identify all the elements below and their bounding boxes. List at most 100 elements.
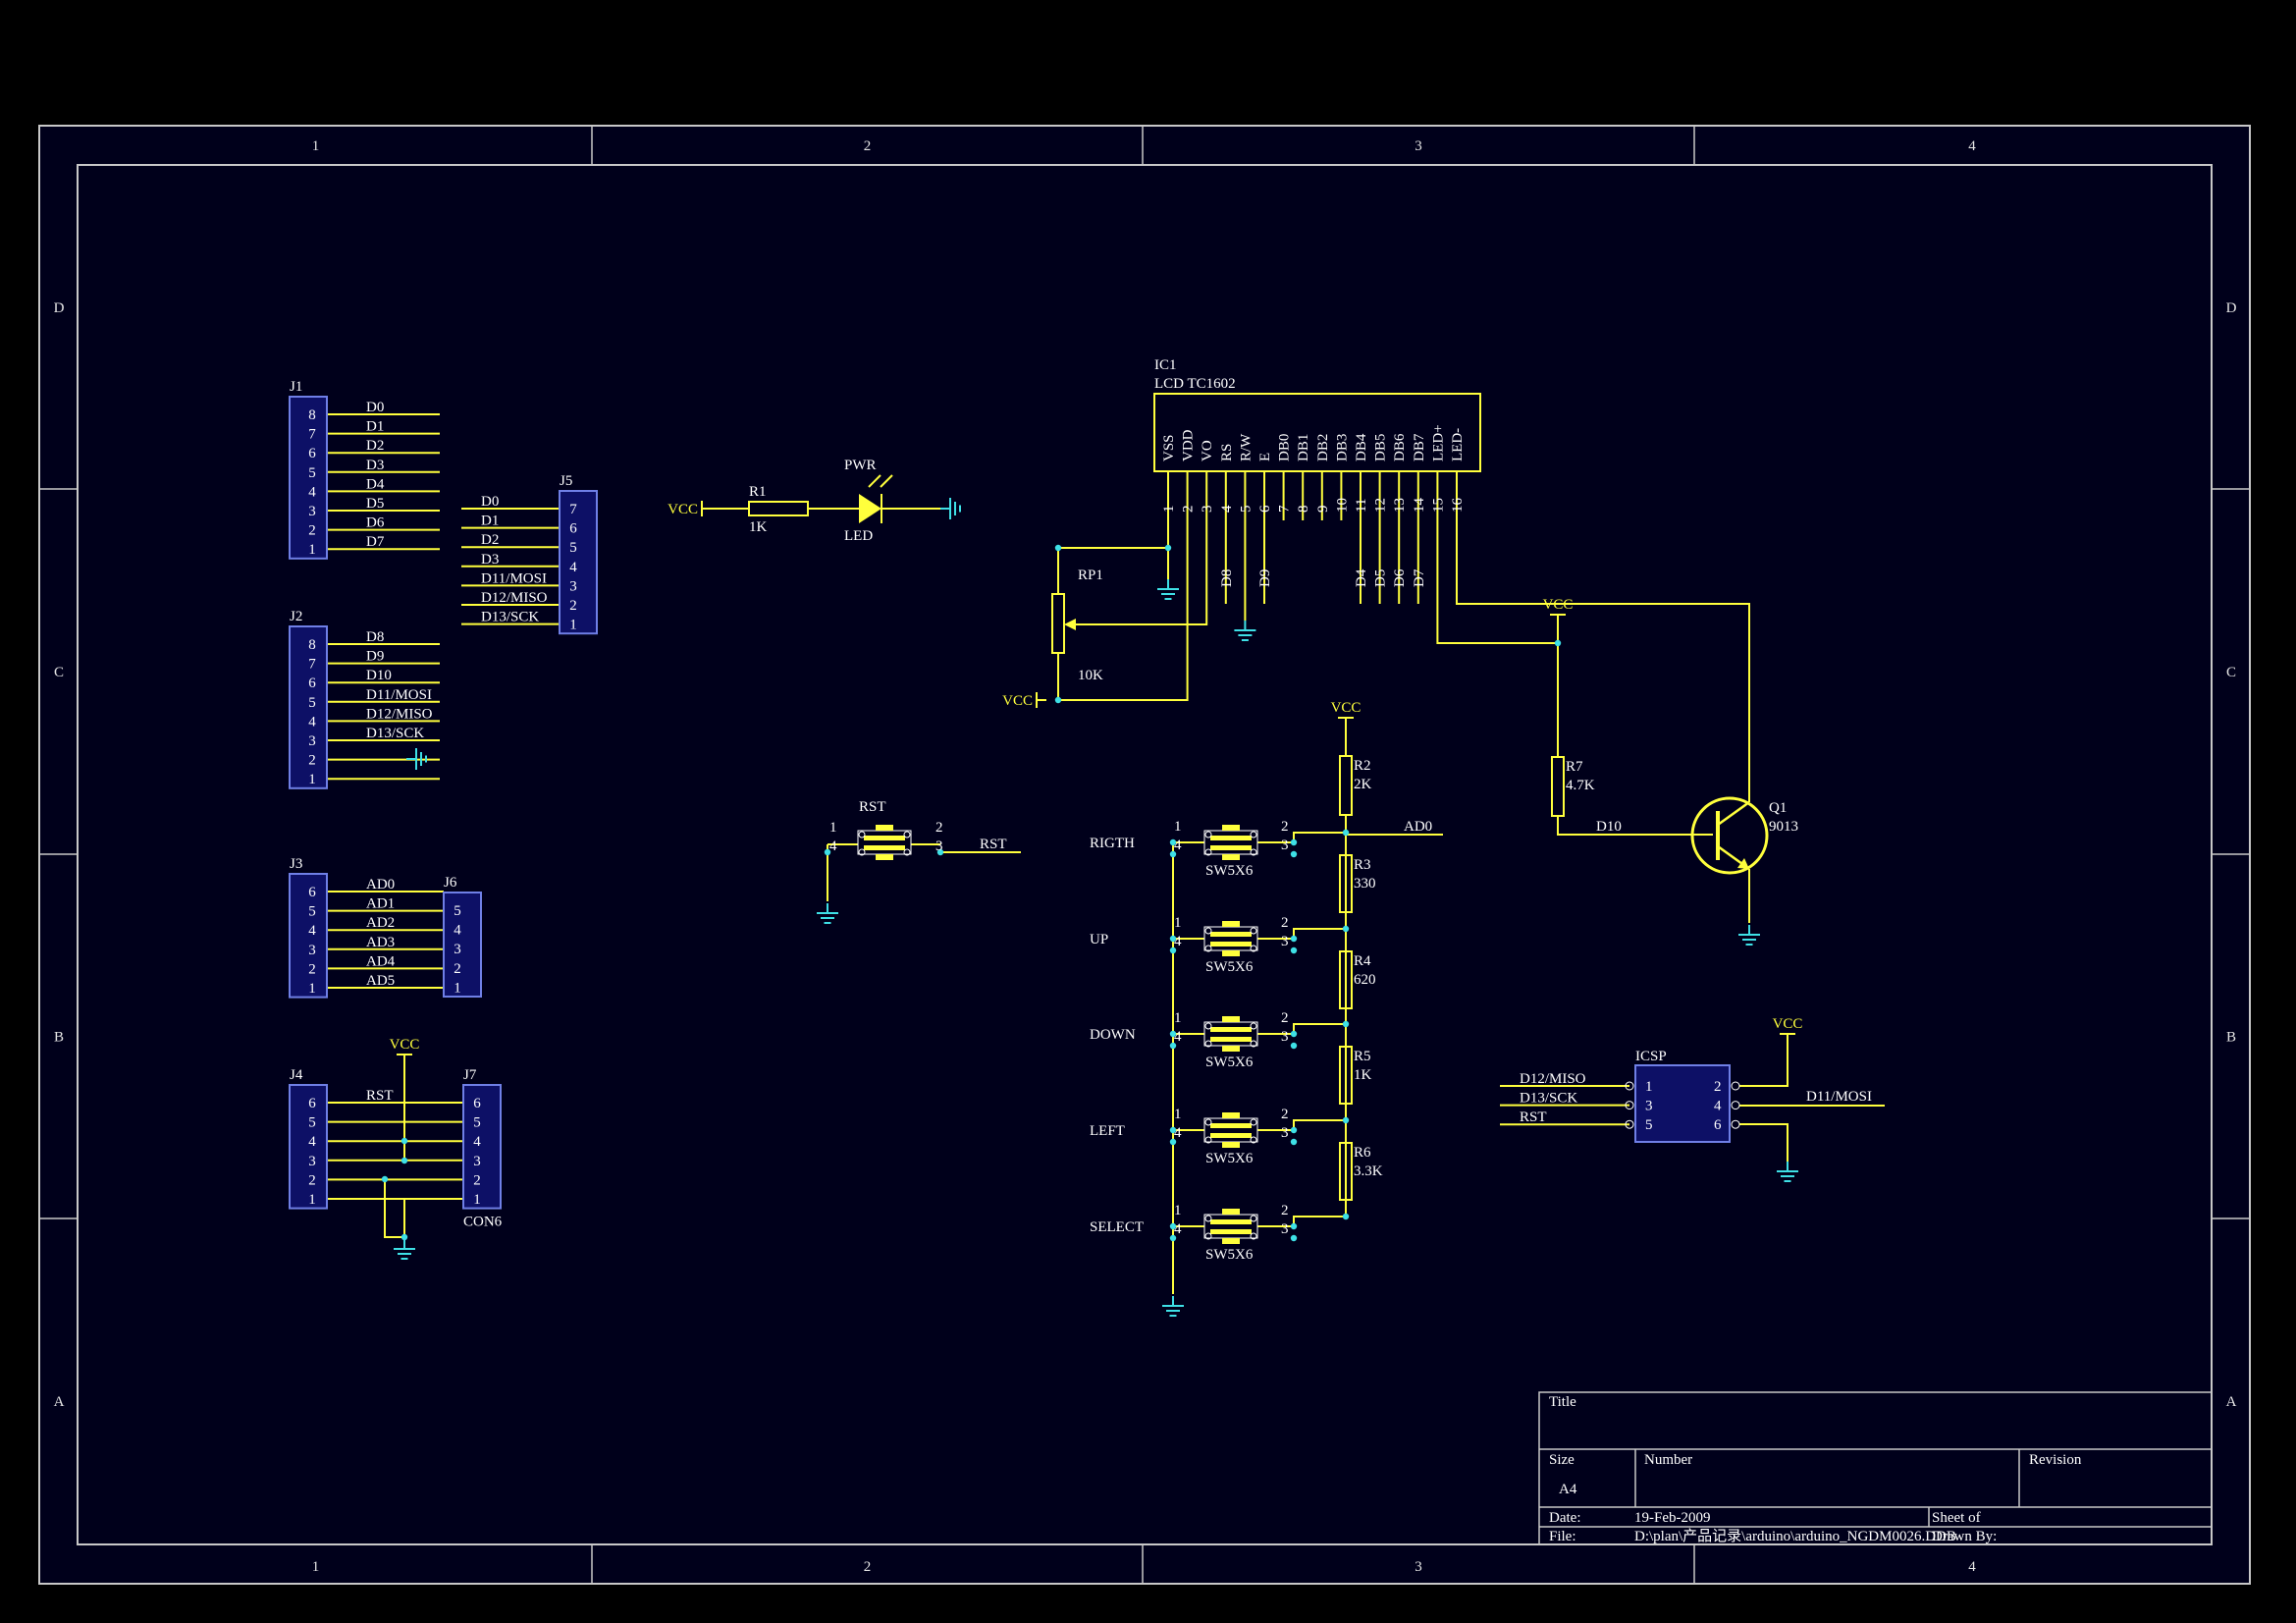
junction-dot [400,1137,408,1145]
junction-dot [1169,1234,1177,1242]
lcd-part: LCD TC1602 [1154,376,1236,392]
switch-bar [1210,932,1252,937]
switch-cap [1222,950,1240,956]
icsp-net-label: D11/MOSI [1806,1089,1872,1105]
reset-pin: 3 [935,839,943,854]
switch-pad [1204,1136,1212,1144]
header-pin-number: 3 [308,1154,316,1169]
switch-pad [1250,945,1257,952]
led-triangle [859,494,881,523]
switch-bar [1210,1219,1252,1224]
switch-cap [876,825,893,831]
reset-label: RST [859,799,886,815]
header-pin-number: 5 [308,695,316,711]
switch-cap [1222,921,1240,927]
reset-pin: 2 [935,820,943,836]
lcd-pin-name: VDD [1181,429,1197,461]
net-label: D10 [366,668,392,683]
net-label: D0 [366,400,384,415]
header-pin-number: 4 [454,923,461,939]
net-label: D12/MISO [366,706,433,722]
pot-body [1051,593,1065,654]
reset-pin: 4 [829,839,837,854]
lcd-pin-number: 10 [1334,498,1350,513]
junction-dot [1169,1222,1177,1230]
net-label: AD3 [366,935,395,950]
header-designator-j5: J5 [560,473,572,489]
keypad-pin: 4 [1174,934,1182,949]
junction-dot [1290,850,1298,858]
switch-bar [1210,942,1252,947]
icsp-pad [1731,1081,1740,1091]
lcd-pin-name: DB1 [1296,434,1311,461]
icsp-pin: 6 [1714,1117,1722,1133]
header-pin-number: 3 [308,504,316,519]
lcd-designator: IC1 [1154,357,1177,373]
switch-bar [1210,845,1252,850]
junction-dot [1342,1116,1350,1124]
switch-pad [1250,831,1257,839]
lcd-wire [1072,520,1208,625]
keypad-wire [1257,928,1346,940]
r1-designator: R1 [749,484,767,500]
zone-row-label-left: A [54,1394,65,1410]
header-pin-number: 4 [308,923,316,939]
keypad-button-label: UP [1090,932,1108,947]
net-label: D11/MOSI [481,570,547,586]
header-type-j7: CON6 [463,1215,503,1230]
lcd-pin-name: DB3 [1334,434,1350,461]
switch-bar [1210,1027,1252,1032]
switch-bar [1210,1123,1252,1128]
keypad-resistor [1339,755,1353,816]
keypad-wire [1257,1119,1346,1131]
vcc-label: VCC [667,502,698,517]
icsp-pad [1625,1119,1634,1129]
keypad-resistor [1339,950,1353,1009]
lcd-net-label: D4 [1354,568,1369,587]
q1-wire [1557,816,1713,836]
r7-value: 4.7K [1566,778,1595,793]
header-pin-number: 6 [569,521,577,537]
icsp-net-label: D12/MISO [1520,1071,1586,1087]
zone-row-label-right: C [2226,665,2236,680]
lcd-pin-number: 15 [1430,498,1446,513]
pot-designator: RP1 [1078,568,1103,583]
icsp-net-label: D13/SCK [1520,1091,1577,1107]
keypad-resistor-value: 620 [1354,972,1376,988]
tactile-switch [1203,1016,1258,1052]
lcd-pin-number: 9 [1315,506,1331,514]
keypad-resistor-designator: R4 [1354,953,1371,969]
keypad-resistor [1339,1046,1353,1105]
lcd-wire [1456,520,1750,802]
lcd-body [1153,393,1481,472]
junction-dot [1169,1030,1177,1038]
switch-cap [1222,854,1240,860]
icsp-pin: 5 [1645,1117,1653,1133]
switch-pad [1250,1040,1257,1048]
net-label: AD5 [366,973,395,989]
junction-dot [1290,1222,1298,1230]
switch-pad [1204,945,1212,952]
icsp-pad [1731,1119,1740,1129]
ground-symbol [940,498,961,519]
header-pin-number: 4 [569,560,577,575]
keypad-resistor-designator: R6 [1354,1145,1371,1161]
size-label: Size [1549,1452,1575,1468]
ground-symbol [1738,925,1760,946]
zone-column-label-bottom: 4 [1968,1559,1976,1575]
icsp-designator: ICSP [1635,1049,1667,1064]
wires [327,413,1885,1294]
header-pin-number: 1 [473,1192,481,1208]
r1-resistor [748,501,809,516]
lcd-pin-number: 16 [1450,498,1466,514]
junction-dot [1169,1042,1177,1050]
header-pin-number: 1 [454,980,461,996]
junction-dot [1290,1030,1298,1038]
junction-dot [1169,1126,1177,1134]
zone-column-label-top: 1 [312,138,320,154]
switch-pad [1250,927,1257,935]
ground-symbol [817,903,838,924]
junction-dot [1290,1042,1298,1050]
lcd-pin-name: VSS [1161,434,1177,461]
